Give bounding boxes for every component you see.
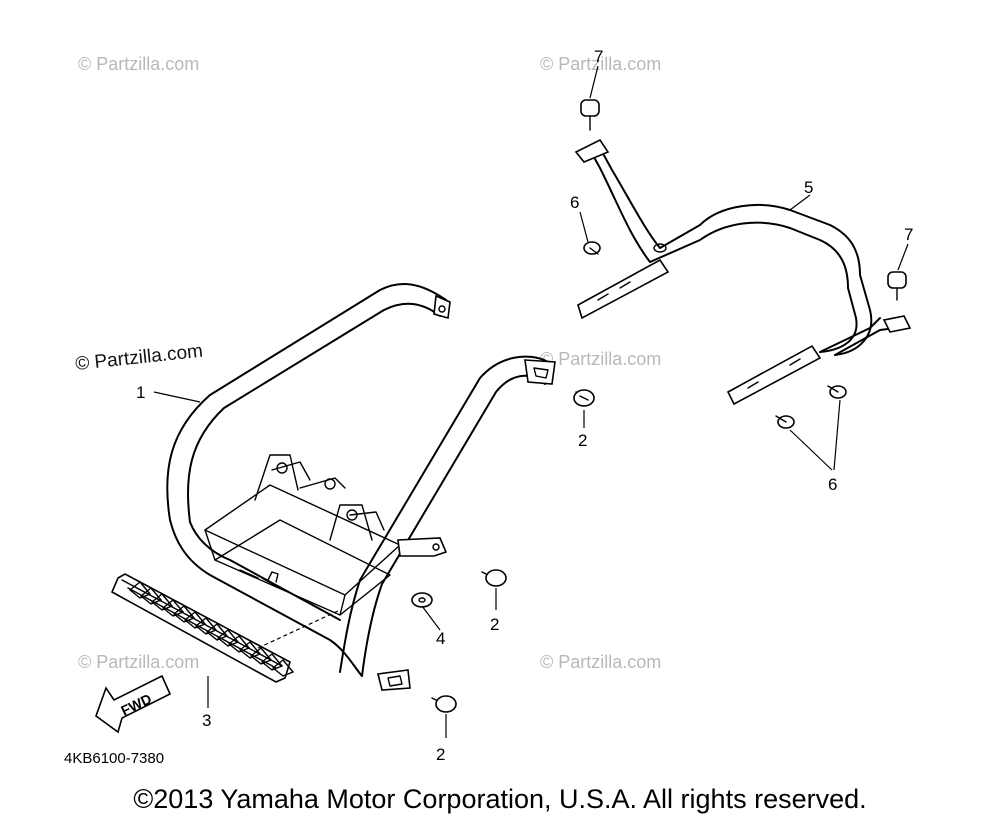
bolt: [775, 415, 795, 429]
forward-arrow-icon: FWD: [95, 674, 172, 734]
callout-4: 4: [436, 629, 445, 648]
copyright-notice: ©2013 Yamaha Motor Corporation, U.S.A. A…: [133, 784, 866, 814]
rubber-cap: [887, 271, 907, 301]
callout-7: 7: [594, 47, 603, 66]
diagram-code: 4KB6100-7380: [64, 750, 164, 767]
callout-1: 1: [136, 383, 145, 402]
callout-7: 7: [904, 225, 913, 244]
bolt: [583, 241, 601, 255]
leader-lines: [153, 65, 909, 738]
watermark: © Partzilla.com: [78, 652, 199, 672]
callout-3: 3: [202, 711, 211, 730]
watermark: © Partzilla.com: [74, 341, 204, 375]
washer: [411, 592, 433, 608]
callout-2: 2: [578, 431, 587, 450]
callout-2: 2: [436, 745, 445, 764]
callout-6: 6: [570, 193, 579, 212]
callout-5: 5: [804, 178, 813, 197]
watermark: © Partzilla.com: [540, 349, 661, 369]
callout-6: 6: [828, 475, 837, 494]
grille-panel: [110, 573, 294, 683]
watermark: © Partzilla.com: [540, 652, 661, 672]
bolt: [481, 569, 507, 587]
rubber-cap: [580, 99, 600, 131]
bolt: [431, 695, 457, 713]
bolt: [573, 389, 595, 407]
rear-guard: [574, 138, 912, 406]
watermark: © Partzilla.com: [540, 54, 661, 74]
bolt: [827, 385, 847, 399]
front-guard: [166, 283, 556, 691]
watermark: © Partzilla.com: [78, 54, 199, 74]
callout-2: 2: [490, 615, 499, 634]
